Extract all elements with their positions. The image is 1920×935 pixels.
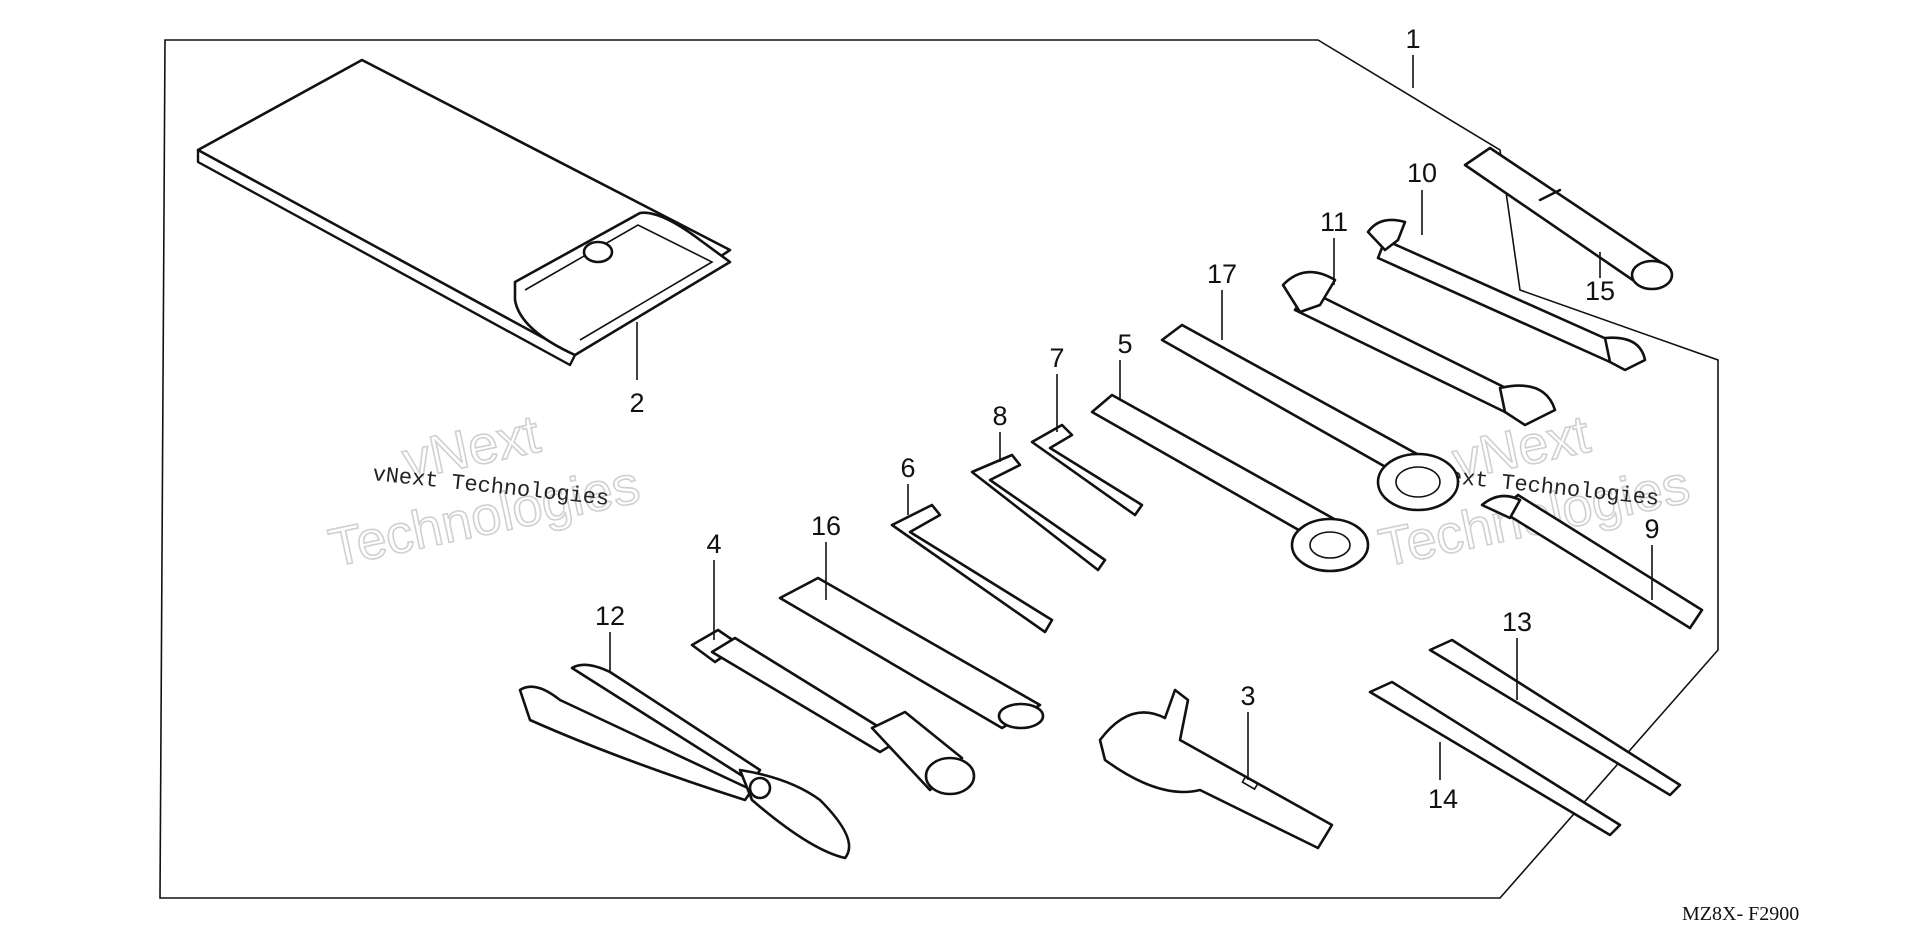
- screwdriver-13[interactable]: [1428, 638, 1682, 797]
- callout-1: 1: [1405, 24, 1420, 54]
- wrench-17[interactable]: [1160, 323, 1460, 512]
- diagram-code: MZ8X- F2900: [1682, 903, 1799, 925]
- callout-8: 8: [992, 401, 1007, 431]
- pin-spanner[interactable]: [1098, 688, 1334, 850]
- callout-13: 13: [1502, 607, 1532, 637]
- callout-2: 2: [629, 388, 644, 418]
- extension-bar[interactable]: [778, 576, 1045, 730]
- pliers[interactable]: [518, 663, 851, 860]
- hex-key-8[interactable]: [970, 453, 1107, 572]
- t-handle[interactable]: [1463, 146, 1674, 291]
- hex-key-7[interactable]: [1030, 423, 1144, 517]
- callout-12: 12: [595, 601, 625, 631]
- callout-17: 17: [1207, 259, 1237, 289]
- callout-9: 9: [1644, 514, 1659, 544]
- callout-6: 6: [900, 453, 915, 483]
- callout-3: 3: [1240, 681, 1255, 711]
- leader-lines: [609, 55, 1653, 780]
- screwdriver-14[interactable]: [1368, 680, 1622, 837]
- hex-key-6[interactable]: [890, 503, 1054, 634]
- callout-11: 11: [1320, 207, 1348, 237]
- wrench-14-17[interactable]: [1281, 270, 1557, 427]
- callout-14: 14: [1428, 784, 1458, 814]
- kit-frame: [159, 39, 1719, 899]
- callout-4: 4: [706, 529, 721, 559]
- plug-wrench[interactable]: [690, 628, 976, 796]
- callout-15: 15: [1585, 276, 1615, 306]
- callout-5: 5: [1117, 329, 1132, 359]
- callouts: 1 2 3 4 5 6 7 8 9 10 11 12 13 14 15 16 1…: [595, 24, 1660, 814]
- tool-pouch[interactable]: [196, 58, 732, 367]
- callout-10: 10: [1407, 158, 1437, 188]
- wrench-10-12[interactable]: [1366, 218, 1647, 372]
- spanner-5[interactable]: [1090, 393, 1370, 573]
- callout-16: 16: [811, 511, 841, 541]
- callout-7: 7: [1049, 343, 1064, 373]
